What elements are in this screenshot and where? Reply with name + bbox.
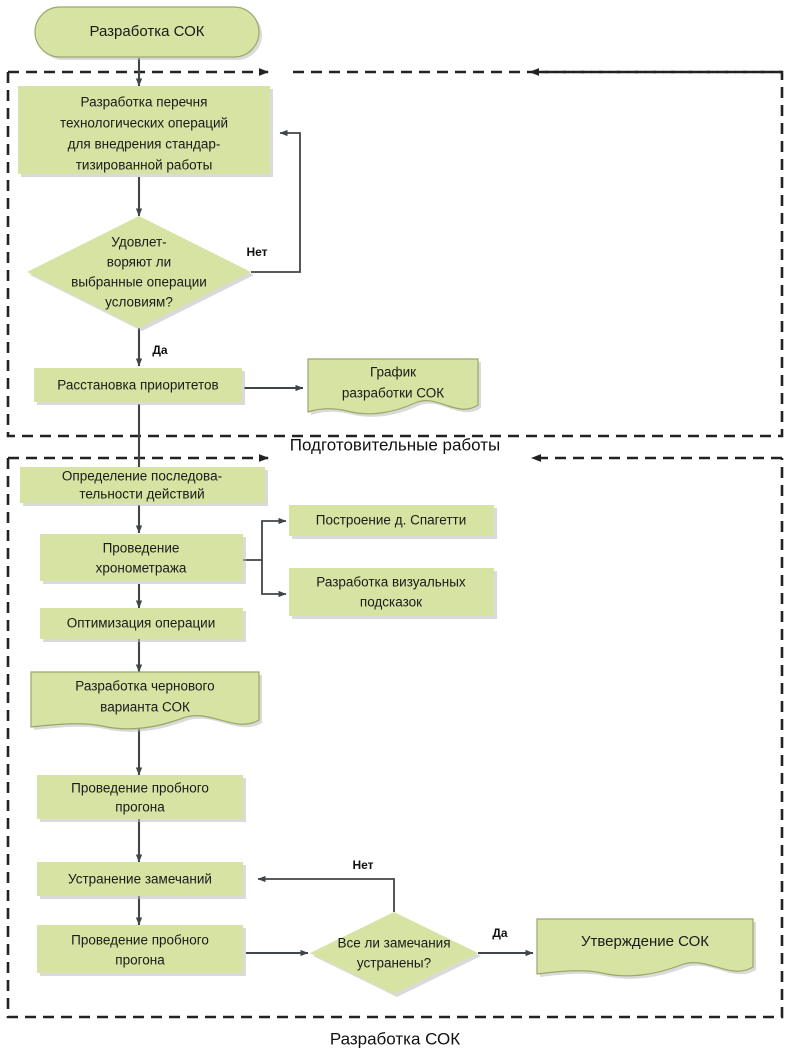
node-list-of-operations[interactable]: Разработка перечня технологических опера… bbox=[18, 86, 273, 177]
node-list-line-4: тизированной работы bbox=[76, 158, 213, 173]
node-draft-document[interactable]: Разработка чернового варианта СОК bbox=[30, 671, 262, 732]
node-fix-label: Устранение замечаний bbox=[68, 872, 212, 887]
node-define-sequence[interactable]: Определение последова- тельности действи… bbox=[20, 467, 268, 506]
node-timing-line-1: Проведение bbox=[103, 541, 180, 556]
group-label-preparatory: Подготовительные работы bbox=[290, 435, 500, 454]
node-draft-line-1: Разработка чернового bbox=[75, 679, 214, 694]
node-approve-document[interactable]: Утверждение СОК bbox=[536, 918, 756, 979]
edge-label-decision2-no: Нет bbox=[352, 858, 373, 872]
node-spaghetti-label: Построение д. Спагетти bbox=[316, 513, 466, 528]
group-label-development: Разработка СОК bbox=[330, 1029, 460, 1048]
node-decision1-line-4: условиям? bbox=[105, 295, 173, 310]
node-visual-hints[interactable]: Разработка визуальных подсказок bbox=[289, 568, 497, 619]
node-decision1-line-1: Удовлет- bbox=[111, 235, 166, 250]
node-trial2-line-2: прогона bbox=[115, 953, 165, 968]
node-decision-remarks-resolved[interactable]: Все ли замечания устранены? bbox=[310, 912, 481, 997]
node-schedule-document[interactable]: График разработки СОК bbox=[307, 358, 481, 417]
node-sequence-line-2: тельности действий bbox=[79, 487, 204, 502]
node-trial1-line-1: Проведение пробного bbox=[71, 781, 209, 796]
node-visual-line-1: Разработка визуальных bbox=[316, 575, 466, 590]
node-decision1-line-3: выбранные операции bbox=[71, 275, 207, 290]
node-priority-label: Расстановка приоритетов bbox=[57, 378, 218, 393]
node-fix-remarks[interactable]: Устранение замечаний bbox=[37, 862, 246, 899]
connector-timing-to-visual bbox=[261, 560, 287, 598]
node-sequence-line-1: Определение последова- bbox=[62, 469, 222, 484]
connector-timing-to-spaghetti bbox=[243, 517, 287, 561]
node-draft-line-2: варианта СОК bbox=[100, 700, 190, 715]
node-decision2-line-1: Все ли замечания bbox=[337, 936, 450, 951]
edge-label-decision1-no: Нет bbox=[246, 245, 267, 259]
node-list-line-2: технологических операций bbox=[60, 116, 228, 131]
node-decision1-line-2: воряют ли bbox=[107, 255, 171, 270]
node-start[interactable]: Разработка СОК bbox=[34, 6, 262, 60]
node-trial-run-second[interactable]: Проведение пробного прогона bbox=[37, 925, 246, 976]
edge-label-decision2-yes: Да bbox=[492, 926, 508, 940]
node-optimize-label: Оптимизация операции bbox=[67, 616, 216, 631]
node-decision-operations-satisfy[interactable]: Удовлет- воряют ли выбранные операции ус… bbox=[27, 216, 254, 331]
connector-decision2-no-loop bbox=[257, 875, 395, 912]
connector-decision1-no-loop bbox=[251, 129, 301, 273]
node-decision2-line-2: устранены? bbox=[357, 956, 431, 971]
node-optimize-operation[interactable]: Оптимизация операции bbox=[40, 608, 246, 642]
node-trial1-line-2: прогона bbox=[115, 800, 165, 815]
node-set-priorities[interactable]: Расстановка приоритетов bbox=[34, 368, 245, 405]
node-schedule-line-1: График bbox=[370, 365, 416, 380]
connectors bbox=[135, 58, 534, 957]
node-spaghetti-diagram[interactable]: Построение д. Спагетти bbox=[289, 505, 497, 539]
node-visual-line-2: подсказок bbox=[360, 595, 422, 610]
edge-label-decision1-yes: Да bbox=[152, 343, 168, 357]
node-list-line-1: Разработка перечня bbox=[81, 95, 208, 110]
node-list-line-3: для внедрения стандар- bbox=[68, 137, 221, 152]
node-conduct-timing[interactable]: Проведение хронометража bbox=[40, 534, 246, 584]
node-approve-label: Утверждение СОК bbox=[581, 933, 709, 950]
node-trial2-line-1: Проведение пробного bbox=[71, 933, 209, 948]
node-timing-line-2: хронометража bbox=[96, 561, 187, 576]
node-trial-run-first[interactable]: Проведение пробного прогона bbox=[37, 775, 246, 822]
node-schedule-line-2: разработки СОК bbox=[342, 386, 444, 401]
node-start-label: Разработка СОК bbox=[89, 23, 204, 40]
